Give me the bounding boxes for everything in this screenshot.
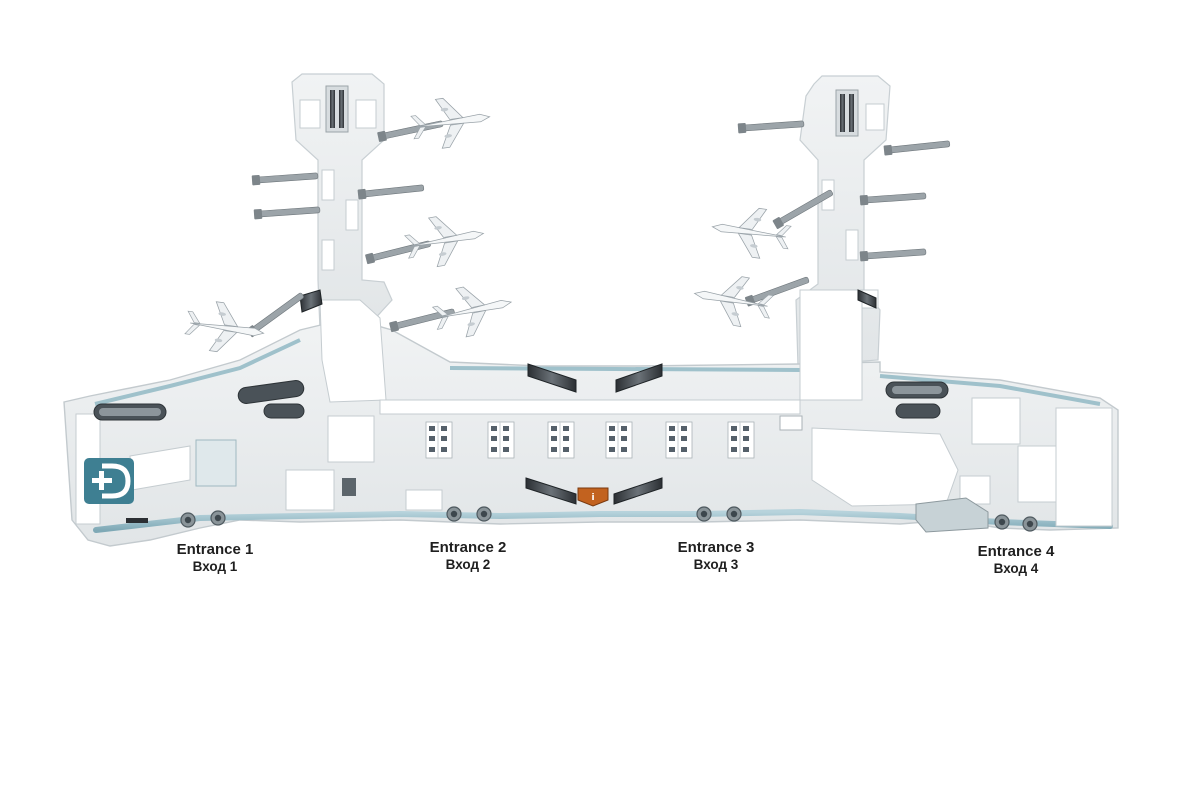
svg-text:i: i — [591, 493, 594, 503]
entrance-2-label-ru: Вход 2 — [445, 557, 491, 572]
entrance-1-label: Entrance 1 Вход 1 — [145, 541, 285, 575]
entrance-1-label-ru: Вход 1 — [192, 559, 238, 574]
entrance-3-label-ru: Вход 3 — [693, 557, 739, 572]
entrance-2-label-en: Entrance 2 — [429, 539, 507, 556]
entrance-4-label-ru: Вход 4 — [993, 561, 1039, 576]
entrance-3-label: Entrance 3 Вход 3 — [646, 539, 786, 573]
entrance-3-label-en: Entrance 3 — [677, 539, 755, 556]
dme-plus-logo — [84, 458, 134, 504]
glass-canopy — [915, 497, 989, 533]
check-in-desks — [425, 415, 803, 459]
entrance-4-label-en: Entrance 4 — [977, 543, 1055, 560]
entrance-2-label: Entrance 2 Вход 2 — [398, 539, 538, 573]
entrance-1-label-en: Entrance 1 — [176, 541, 254, 558]
info-point[interactable]: i — [577, 487, 609, 507]
escalators — [126, 289, 877, 523]
baggage-carousels — [93, 380, 949, 421]
west-pier — [291, 73, 393, 336]
entrance-4-label: Entrance 4 Вход 4 — [946, 543, 1086, 577]
main-terminal: i — [63, 289, 1119, 547]
